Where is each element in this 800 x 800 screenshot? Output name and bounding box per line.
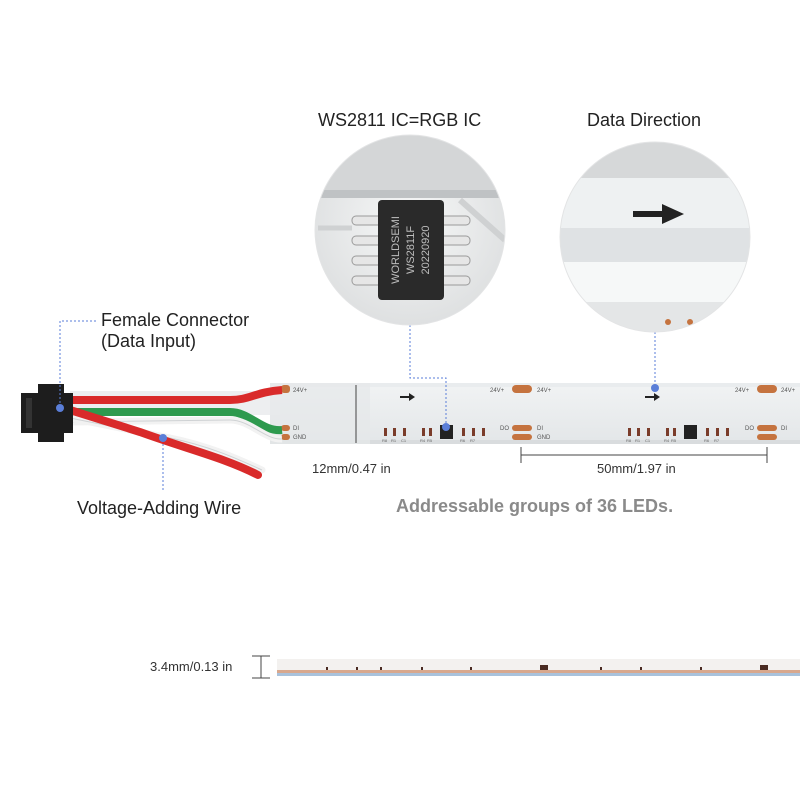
leader-dots [56,384,659,442]
component-label: R8 [626,438,632,443]
pad-gnd-mid [512,434,532,440]
component-label: C1 [645,438,651,443]
component-label: R1 [635,438,641,443]
pad-do-right [757,425,777,431]
cut-length-label: 50mm/1.97 in [597,461,676,476]
pad-di-left [281,425,290,431]
wires [66,386,283,479]
ic-chip-strip-2 [684,425,697,439]
zoom-circle-direction [559,141,751,333]
pad-label-di-mid: DI [537,426,543,432]
ws2811-chip-icon [378,200,444,300]
component-label: R6 [704,438,710,443]
pad-label-24v-right-a: 24V+ [735,388,750,394]
component-label: R1 [391,438,397,443]
pad-24v-mid [512,385,532,393]
female-connector-label: Female Connector [101,310,250,330]
chip-model: WS2811F [405,226,417,274]
zoom-circle-ic: WORLDSEMI WS2811F 20220920 [314,134,506,326]
dimension-lines [355,385,768,463]
voltage-wire-label: Voltage-Adding Wire [77,498,242,518]
strip-end-sleeve [270,383,370,444]
thickness-label: 3.4mm/0.13 in [150,659,233,674]
pad-24v-right [757,385,777,393]
pad-label-24v-right-b: 24V+ [781,388,796,394]
female-connector-icon [21,384,73,442]
pad-label-24v-left: 24V+ [293,388,308,394]
pad-label-do-mid: DO [500,426,509,432]
pad-label-gnd-mid: GND [537,435,551,441]
pad-24v-left [281,385,290,393]
component-label: R8 [382,438,388,443]
pad-label-di-left: DI [293,426,299,432]
strip-bottom-edge [270,440,800,444]
pad-label-do-right: DO [745,426,754,432]
component-label: R5 [427,438,433,443]
component-group-1 [384,425,485,439]
copper-pads [281,385,777,440]
direction-title: Data Direction [587,110,702,130]
component-group-2 [628,425,729,439]
strip-arrow-2-icon [645,393,660,401]
leader-lines [59,320,656,492]
pad-label-24v-mid-b: 24V+ [537,388,552,394]
width-dimension-label: 12mm/0.47 in [312,461,391,476]
addressable-groups-note: Addressable groups of 36 LEDs. [396,496,674,516]
strip-top-edge [270,383,800,387]
ic-title: WS2811 IC=RGB IC [318,110,482,130]
wire-green [70,408,283,435]
component-label: R4 [420,438,426,443]
pad-do-mid [512,425,532,431]
data-input-label: (Data Input) [101,331,197,351]
pad-gnd-right [757,434,777,440]
chip-brand: WORLDSEMI [390,216,402,284]
component-label: C1 [401,438,407,443]
side-profile-strip [252,655,800,679]
pad-label-gnd-left: GND [293,435,307,441]
component-label: R7 [714,438,720,443]
pad-label-24v-mid-a: 24V+ [490,388,505,394]
component-label: R6 [460,438,466,443]
wire-red-main [70,386,283,404]
component-label: R5 [671,438,677,443]
strip-arrow-1-icon [400,393,415,401]
pad-label-di-right: DI [781,426,787,432]
chip-date: 20220920 [420,226,432,275]
component-label: R7 [470,438,476,443]
wire-red-loose [66,406,262,479]
led-strip: 24V+ DI GND 24V+ 24V+ DO DI GND 24V+ 24V… [270,383,800,444]
pad-gnd-left [281,434,290,440]
direction-arrow-icon [633,204,684,224]
component-label: R4 [664,438,670,443]
